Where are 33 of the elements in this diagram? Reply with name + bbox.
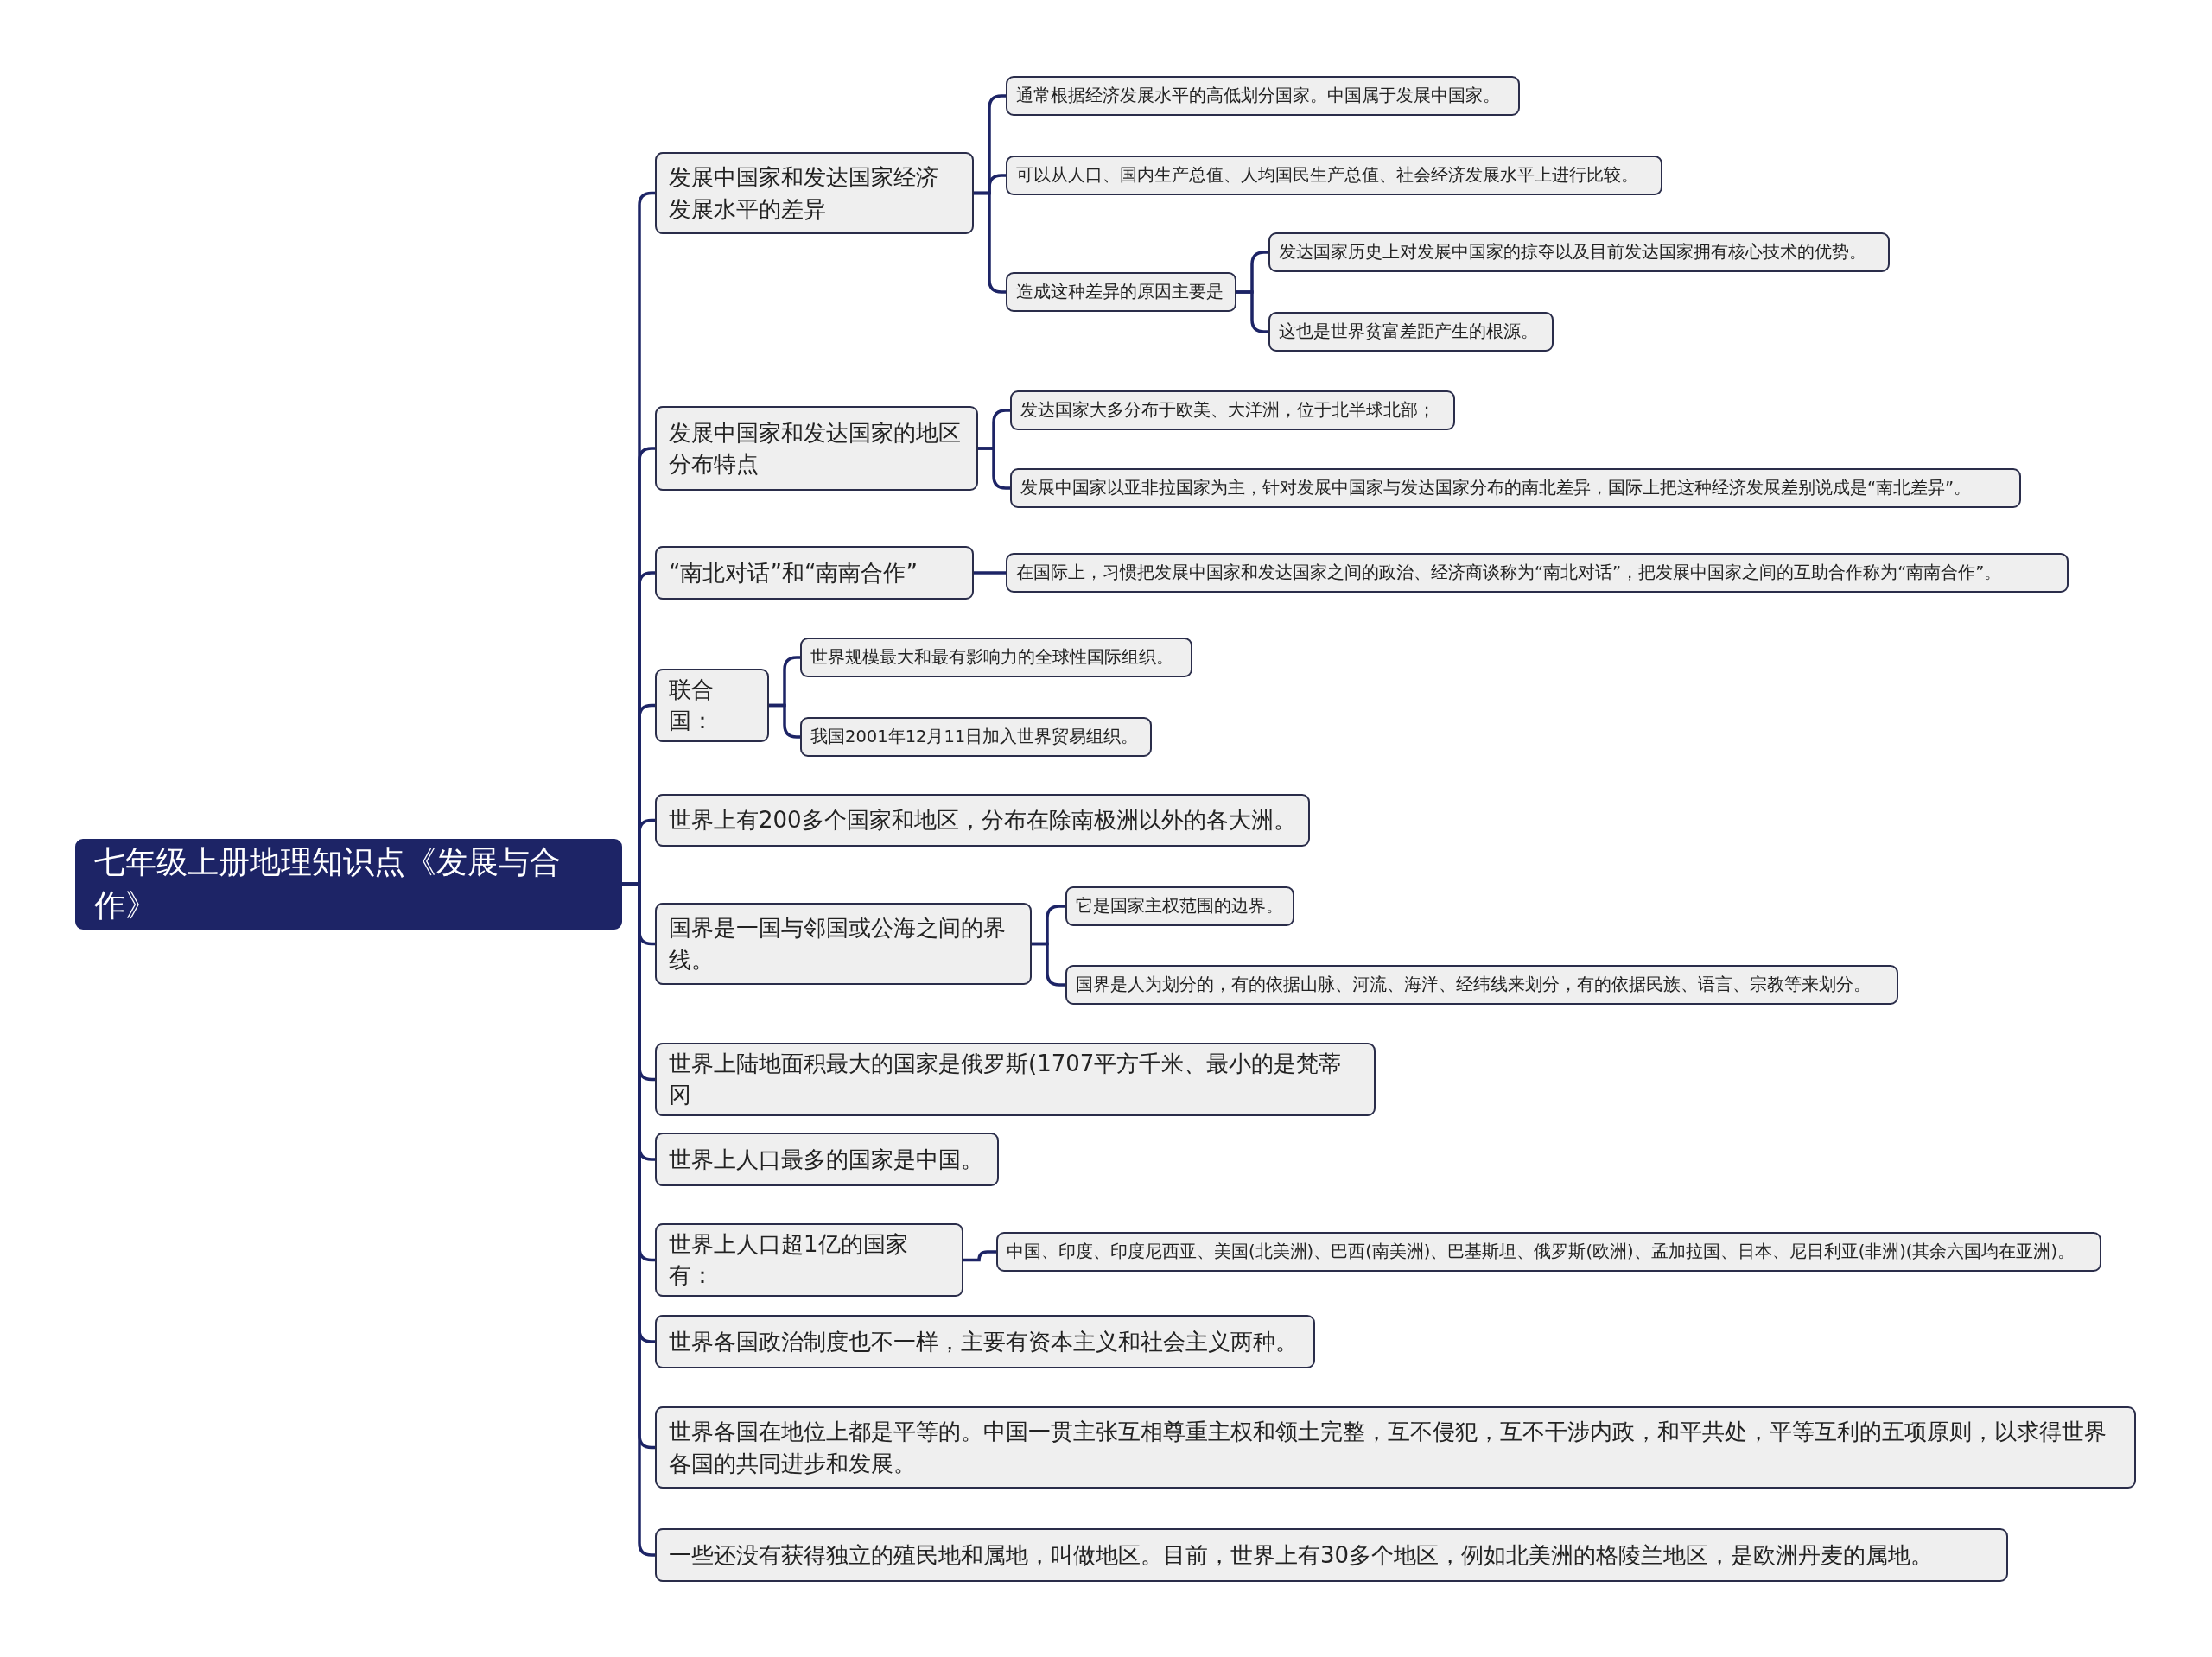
connector-line — [978, 447, 1010, 490]
connector-line — [769, 703, 800, 739]
topic-box: 发展中国家和发达国家的地区分布特点 — [655, 406, 978, 491]
topic-box: 世界上人口最多的国家是中国。 — [655, 1133, 999, 1186]
topic-box: 这也是世界贫富差距产生的根源。 — [1268, 312, 1554, 352]
topic-box: 世界上陆地面积最大的国家是俄罗斯(1707平方千米、最小的是梵蒂冈 — [655, 1043, 1376, 1116]
topic-box: 国界是一国与邻国或公海之间的界线。 — [655, 903, 1032, 985]
topic-box: 发展中国家和发达国家经济发展水平的差异 — [655, 152, 974, 234]
root-topic-box: 七年级上册地理知识点《发展与合作》 — [75, 839, 622, 930]
topic-box: 在国际上，习惯把发展中国家和发达国家之间的政治、经济商谈称为“南北对话”，把发展中国家之间的互助合作称为“南南合作”。 — [1006, 553, 2069, 593]
topic-box: 一些还没有获得独立的殖民地和属地，叫做地区。目前，世界上有30多个地区，例如北美洲的格陵兰地区，是欧洲丹麦的属地。 — [655, 1528, 2008, 1582]
connector-line — [1236, 290, 1268, 333]
topic-box: 世界规模最大和最有影响力的全球性国际组织。 — [800, 638, 1192, 677]
connector-line — [974, 571, 1006, 575]
topic-box: 中国、印度、印度尼西亚、美国(北美洲)、巴西(南美洲)、巴基斯坦、俄罗斯(欧洲)、孟加拉国、日本、尼日利亚(非洲)(其余六国均在亚洲)。 — [996, 1232, 2101, 1272]
topic-box: 发达国家大多分布于欧美、大洋洲，位于北半球北部； — [1010, 390, 1455, 430]
topic-box: 世界各国在地位上都是平等的。中国一贯主张互相尊重主权和领土完整，互不侵犯，互不干涉内政，和平共处，平等互利的五项原则，以求得世界各国的共同进步和发展。 — [655, 1406, 2136, 1489]
topic-box: “南北对话”和“南南合作” — [655, 546, 974, 600]
topic-box: 可以从人口、国内生产总值、人均国民生产总值、社会经济发展水平上进行比较。 — [1006, 156, 1662, 195]
topic-box: 发达国家历史上对发展中国家的掠夺以及目前发达国家拥有核心技术的优势。 — [1268, 232, 1890, 272]
topic-box: 发展中国家以亚非拉国家为主，针对发展中国家与发达国家分布的南北差异，国际上把这种经济发展差别说成是“南北差异”。 — [1010, 468, 2021, 508]
topic-box: 通常根据经济发展水平的高低划分国家。中国属于发展中国家。 — [1006, 76, 1520, 116]
topic-box: 它是国家主权范围的边界。 — [1065, 886, 1294, 926]
topic-box: 世界各国政治制度也不一样，主要有资本主义和社会主义两种。 — [655, 1315, 1315, 1368]
connector-line — [1032, 942, 1065, 987]
topic-box: 造成这种差异的原因主要是 — [1006, 272, 1236, 312]
topic-box: 我国2001年12月11日加入世界贸易组织。 — [800, 717, 1152, 757]
connector-line — [974, 191, 1006, 294]
topic-box: 联合国： — [655, 669, 769, 742]
topic-box: 世界上人口超1亿的国家有： — [655, 1223, 963, 1297]
topic-box: 世界上有200多个国家和地区，分布在除南极洲以外的各大洲。 — [655, 794, 1310, 847]
topic-box: 国界是人为划分的，有的依据山脉、河流、海洋、经纬线来划分，有的依据民族、语言、宗教等来划分。 — [1065, 965, 1898, 1005]
connector-line — [963, 1250, 996, 1262]
